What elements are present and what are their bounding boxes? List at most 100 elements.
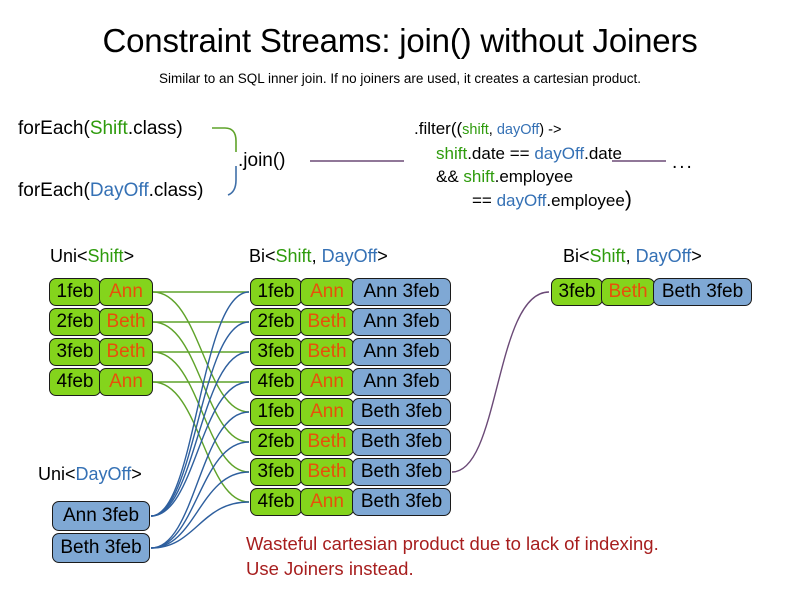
caption-bi-right: Bi<Shift, DayOff> xyxy=(563,246,702,267)
foreach-shift-type: Shift xyxy=(89,118,128,139)
bi-row-2-dayoff: Ann 3feb xyxy=(352,338,451,366)
bi-row-5-date-text: 2feb xyxy=(257,431,295,452)
caption-uni-shift-a: Uni< xyxy=(50,246,88,266)
filter-line-2: shift.date == dayOff.date xyxy=(414,142,632,165)
filter-line3-end: .employee xyxy=(494,167,574,186)
uni-shift-date-3: 4feb xyxy=(49,368,101,396)
bi-row-4-date: 1feb xyxy=(250,398,302,426)
uni-shift-date-0: 1feb xyxy=(49,278,101,306)
result-row-0-name-text: Beth xyxy=(608,281,648,302)
filter-line2-shift-var: shift xyxy=(436,144,468,163)
bi-row-3-name-text: Ann xyxy=(310,371,344,392)
filter-line-3: && shift.employee xyxy=(414,165,632,188)
bi-row-4-dayoff: Beth 3feb xyxy=(352,398,451,426)
bi-row-3-date: 4feb xyxy=(250,368,302,396)
bi-row-7-name-text: Ann xyxy=(310,491,344,512)
uni-shift-name-1-text: Beth xyxy=(106,311,146,332)
bi-row-6-date: 3feb xyxy=(250,458,302,486)
uni-shift-name-3: Ann xyxy=(99,368,153,396)
foreach-shift-prefix: forEach( xyxy=(18,118,90,139)
bi-row-5-dayoff: Beth 3feb xyxy=(352,428,451,456)
caption-uni-shift: Uni<Shift> xyxy=(50,246,134,267)
caption-uni-shift-c: > xyxy=(123,246,135,266)
filter-line1-shift-var: shift xyxy=(462,122,489,138)
uni-shift-name-3-text: Ann xyxy=(109,371,143,392)
filter-line4-close-paren: ) xyxy=(624,188,632,211)
filter-line4-end: .employee xyxy=(546,191,625,210)
bi-row-1-name: Beth xyxy=(300,308,354,336)
caption-bi-mid-e: > xyxy=(377,246,388,266)
caption-bi-middle: Bi<Shift, DayOff> xyxy=(249,246,388,267)
result-row-0-date: 3feb xyxy=(551,278,603,306)
filter-line3-op: && xyxy=(436,167,464,186)
filter-line-1: .filter((shift, dayOff) -> xyxy=(414,117,632,142)
bi-row-5-date: 2feb xyxy=(250,428,302,456)
result-row-0-dayoff: Beth 3feb xyxy=(653,278,752,306)
foreach-dayoff-prefix: forEach( xyxy=(18,180,90,201)
filter-line4-op: == xyxy=(472,191,497,210)
filter-line4-dayoff-var: dayOff xyxy=(496,191,547,210)
filter-line-4: == dayOff.employee) xyxy=(414,188,632,212)
bi-row-4-name: Ann xyxy=(300,398,354,426)
code-filter-block: .filter((shift, dayOff) -> shift.date ==… xyxy=(414,117,632,212)
bi-row-2-date: 3feb xyxy=(250,338,302,366)
bi-row-6-date-text: 3feb xyxy=(257,461,295,482)
caption-bi-mid-a: Bi< xyxy=(249,246,276,266)
bi-row-1-date-text: 2feb xyxy=(257,311,295,332)
code-foreach-shift: forEach(Shift.class) xyxy=(18,118,183,140)
filter-line1-comma: , xyxy=(488,122,497,138)
caption-bi-right-comma: , xyxy=(625,246,636,266)
bi-row-3-dayoff: Ann 3feb xyxy=(352,368,451,396)
bi-row-0-name-text: Ann xyxy=(310,281,344,302)
filter-line2-dayoff-var: dayOff xyxy=(534,144,585,163)
bi-row-2-name: Beth xyxy=(300,338,354,366)
bi-row-0-date-text: 1feb xyxy=(257,281,295,302)
caption-bi-right-shift: Shift xyxy=(589,246,626,266)
filter-line1-dayoff-var: dayOff xyxy=(496,122,540,138)
uni-shift-name-1: Beth xyxy=(99,308,153,336)
bi-row-0-dayoff: Ann 3feb xyxy=(352,278,451,306)
caption-bi-right-dayoff: DayOff xyxy=(635,246,692,266)
bi-row-0-name: Ann xyxy=(300,278,354,306)
uni-dayoff-card-1: Beth 3feb xyxy=(52,533,150,563)
bi-row-0-date: 1feb xyxy=(250,278,302,306)
filter-line2-mid: .date == xyxy=(467,144,535,163)
bi-row-2-date-text: 3feb xyxy=(257,341,295,362)
bi-row-5-name: Beth xyxy=(300,428,354,456)
caption-bi-right-e: > xyxy=(691,246,702,266)
caption-bi-mid-comma: , xyxy=(311,246,322,266)
uni-shift-date-3-text: 4feb xyxy=(56,371,94,392)
warning-line-2: Use Joiners instead. xyxy=(246,558,414,579)
result-row-0-name: Beth xyxy=(601,278,655,306)
bi-row-7-date-text: 4feb xyxy=(257,491,295,512)
code-join-label: .join() xyxy=(238,150,286,171)
bi-row-3-date-text: 4feb xyxy=(257,371,295,392)
bi-row-6-name-text: Beth xyxy=(307,461,347,482)
code-foreach-dayoff: forEach(DayOff.class) xyxy=(18,180,204,202)
uni-shift-name-2: Beth xyxy=(99,338,153,366)
uni-shift-date-1-text: 2feb xyxy=(56,311,94,332)
page-title: Constraint Streams: join() without Joine… xyxy=(102,22,698,59)
caption-uni-shift-type: Shift xyxy=(87,246,124,266)
foreach-shift-suffix: .class) xyxy=(127,118,183,139)
bi-row-1-name-text: Beth xyxy=(307,311,347,332)
bi-row-6-name: Beth xyxy=(300,458,354,486)
filter-line1-prefix: .filter(( xyxy=(414,119,463,138)
uni-shift-date-2-text: 3feb xyxy=(56,341,94,362)
uni-shift-name-2-text: Beth xyxy=(106,341,146,362)
bi-row-7-date: 4feb xyxy=(250,488,302,516)
bi-row-7-dayoff: Beth 3feb xyxy=(352,488,451,516)
uni-shift-name-0: Ann xyxy=(99,278,153,306)
warning-line-1: Wasteful cartesian product due to lack o… xyxy=(246,533,659,554)
caption-uni-dayoff-c: > xyxy=(131,464,142,484)
uni-dayoff-card-0: Ann 3feb xyxy=(52,501,150,531)
bi-row-4-name-text: Ann xyxy=(310,401,344,422)
caption-bi-mid-dayoff: DayOff xyxy=(321,246,378,266)
result-row-0-date-text: 3feb xyxy=(558,281,596,302)
filter-line1-suffix: ) -> xyxy=(539,122,562,138)
caption-uni-dayoff-type: DayOff xyxy=(75,464,132,484)
bi-row-1-date: 2feb xyxy=(250,308,302,336)
page-subtitle: Similar to an SQL inner join. If no join… xyxy=(159,71,641,86)
ellipsis-label: ... xyxy=(672,152,694,173)
